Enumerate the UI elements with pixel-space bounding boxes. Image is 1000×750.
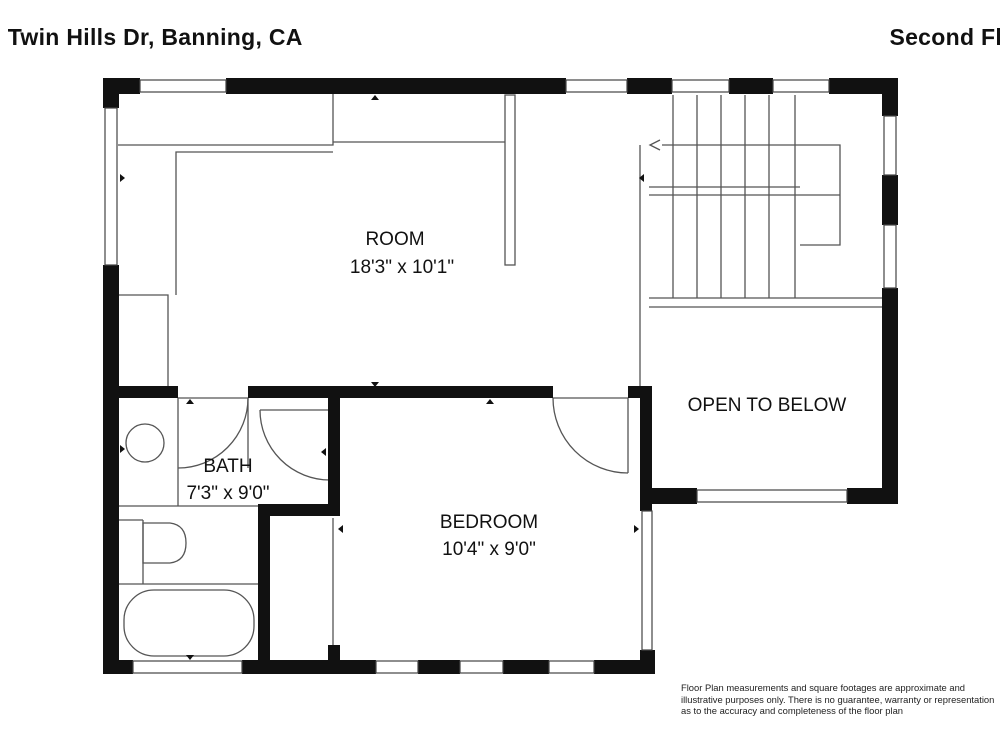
bath-name: BATH xyxy=(203,456,252,477)
walls xyxy=(103,78,898,674)
room-size: 18'3" x 10'1" xyxy=(350,257,454,278)
bath-size: 7'3" x 9'0" xyxy=(186,483,269,504)
bedroom-size: 10'4" x 9'0" xyxy=(442,539,536,560)
interior-lines xyxy=(118,94,884,657)
disclaimer-line-1: Floor Plan measurements and square foota… xyxy=(681,682,966,693)
disclaimer: Floor Plan measurements and square foota… xyxy=(681,682,1000,717)
windows xyxy=(104,79,897,674)
markers xyxy=(120,95,644,660)
floor-label: Second Floor xyxy=(889,24,1000,50)
bedroom-name: BEDROOM xyxy=(440,512,538,533)
disclaimer-line-3: as to the accuracy and completeness of t… xyxy=(681,705,904,717)
property-address: 3 Twin Hills Dr, Banning, CA xyxy=(0,24,303,50)
open-to-below-label: OPEN TO BELOW xyxy=(688,395,847,416)
room-name: ROOM xyxy=(365,229,424,250)
disclaimer-line-2: illustrative purposes only. There is no … xyxy=(681,693,995,705)
